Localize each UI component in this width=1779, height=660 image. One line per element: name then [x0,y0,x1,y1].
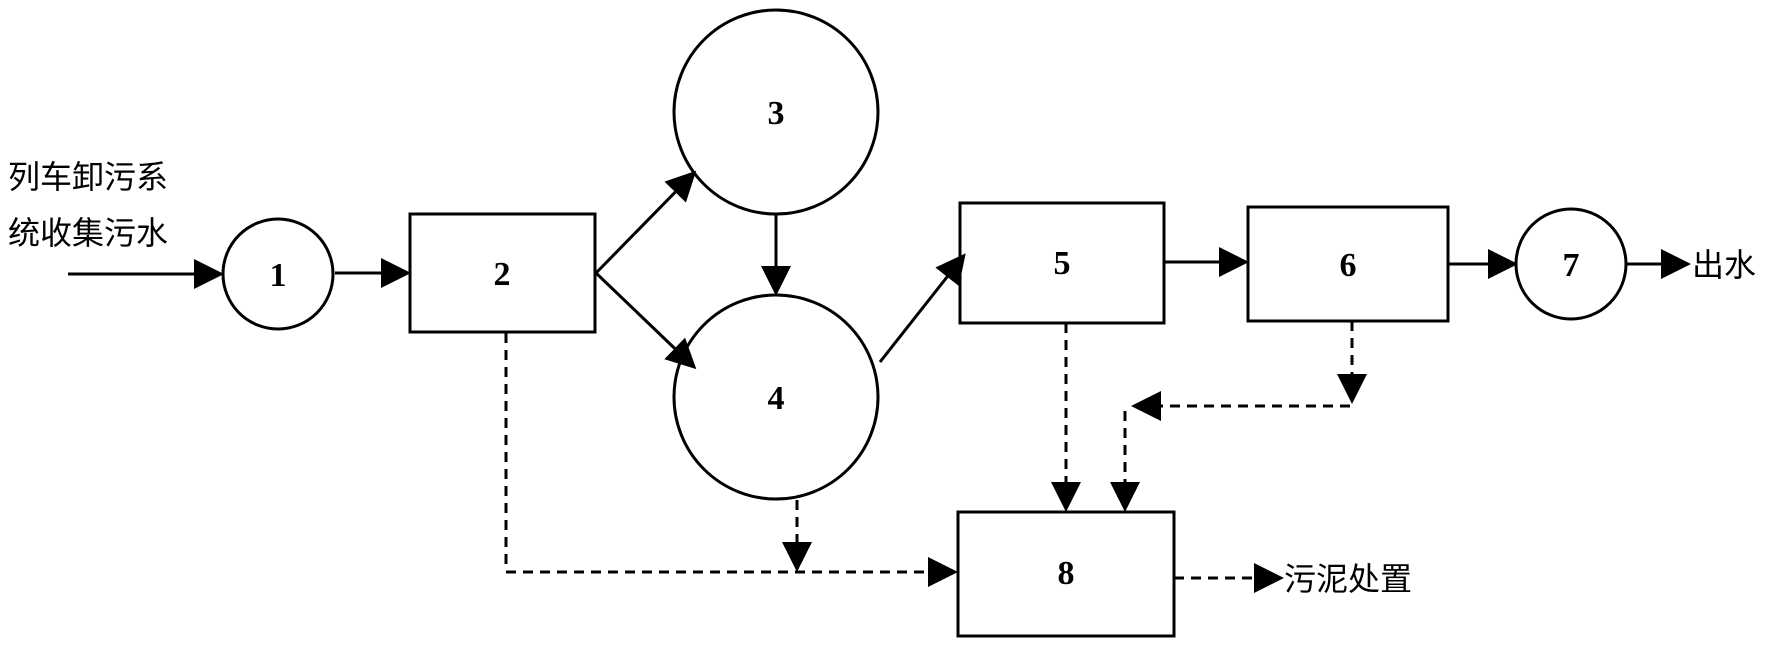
node-4: 4 [672,293,880,501]
node-6-label: 6 [1340,247,1357,284]
node-5-label: 5 [1054,245,1071,282]
node-3-label: 3 [768,95,785,132]
node-3: 3 [672,8,880,216]
node-1: 1 [221,217,335,331]
node-4-label: 4 [768,380,785,417]
node-1-label: 1 [270,257,287,294]
node-8: 8 [956,510,1176,638]
arrow-2-to-3 [594,170,697,275]
input-label-line2: 统收集污水 [8,214,168,252]
node-7-label: 7 [1563,247,1580,284]
input-label-line1: 列车卸污系 [8,158,168,196]
node-6: 6 [1246,205,1450,323]
node-8-label: 8 [1058,555,1075,592]
output-label: 出水 [1692,246,1756,284]
node-5: 5 [958,201,1166,325]
node-2-label: 2 [494,256,511,293]
node-2: 2 [408,212,597,334]
arrow-4-to-5 [878,253,966,363]
node-7: 7 [1514,207,1628,321]
arrow-2-to-4 [594,271,697,370]
sludge-disposal-label: 污泥处置 [1284,560,1412,598]
